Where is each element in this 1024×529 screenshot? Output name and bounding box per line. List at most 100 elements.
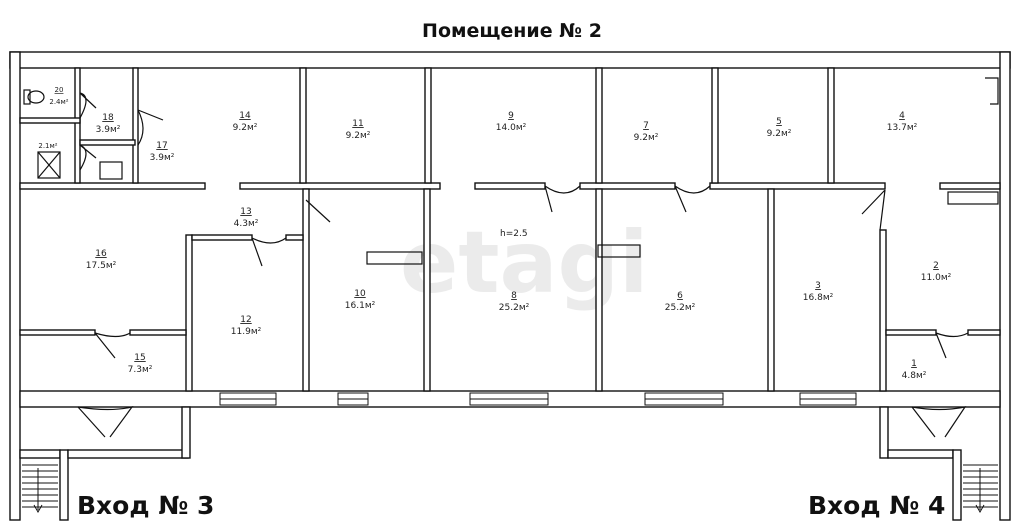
room-area-8: 25.2м²: [499, 303, 530, 313]
wall-h-15: [19, 329, 96, 336]
wall-h-6: [939, 182, 1001, 190]
wall-h-15b: [129, 329, 187, 336]
room-area-11: 9.2м²: [346, 131, 371, 141]
door-17: [137, 109, 164, 146]
column-b: [597, 244, 641, 258]
toilet-icon: [27, 90, 45, 104]
wall-h-5: [709, 182, 886, 190]
room-number-13: 13: [240, 207, 251, 217]
room-area-12: 11.9м²: [231, 327, 262, 337]
wall-h-1roomb: [967, 329, 1001, 336]
room-number-10: 10: [354, 289, 366, 299]
door-1: [935, 332, 969, 359]
wall-v-b3: [423, 188, 431, 392]
door-2: [861, 189, 886, 231]
stair-wall-left-v: [59, 449, 69, 521]
door-15-arc: [94, 332, 131, 359]
door-entrance-3: [77, 406, 134, 438]
column-a: [366, 251, 423, 265]
wall-v-t3: [299, 67, 307, 184]
room-number-7: 7: [643, 121, 649, 131]
room-area-4: 13.7м²: [887, 123, 918, 133]
watermark: etagi: [400, 213, 649, 313]
door-10: [305, 199, 331, 223]
room-area-1: 4.8м²: [902, 371, 927, 381]
vent-corner: [985, 77, 999, 105]
stairs: [22, 464, 998, 514]
room-number-4: 4: [899, 111, 905, 121]
wall-v-b6: [879, 229, 887, 392]
stair-wall-left-post: [181, 406, 191, 459]
entrance-3-label: Вход № 3: [77, 491, 215, 520]
wall-v-b5: [767, 188, 775, 392]
toilet-tank: [23, 89, 31, 105]
windows: [219, 392, 857, 406]
shaft-icon: [37, 151, 61, 179]
wall-v-b2: [302, 188, 310, 392]
room-number-1: 1: [911, 359, 917, 369]
doors: [77, 92, 969, 438]
room-number-14: 14: [239, 111, 251, 121]
room-area-15: 7.3м²: [128, 365, 153, 375]
wall-v-t6: [711, 67, 719, 184]
wall-v-t5: [595, 67, 603, 184]
wall-v-t2: [132, 67, 139, 184]
wall-h-12: [191, 234, 253, 241]
entrance-4-label: Вход № 4: [808, 491, 946, 520]
stair-left: [22, 464, 58, 514]
room-number-16: 16: [95, 249, 107, 259]
door-19: [79, 144, 97, 171]
room-area-2: 11.0м²: [921, 273, 952, 283]
wall-h-3: [474, 182, 546, 190]
vent-right: [947, 191, 999, 205]
room-area-13: 4.3м²: [234, 219, 259, 229]
room-number-11: 11: [352, 119, 363, 129]
wall-v-t1: [74, 67, 81, 184]
room-number-12: 12: [240, 315, 251, 325]
room-number-18: 18: [102, 113, 114, 123]
room-number-6: 6: [677, 291, 683, 301]
room-number-9: 9: [508, 111, 514, 121]
stair-wall-left-top: [67, 449, 189, 459]
door-8: [544, 185, 581, 213]
room-number-15: 15: [134, 353, 145, 363]
room-area-10: 16.1м²: [345, 301, 376, 311]
stair-wall-left: [19, 449, 61, 459]
outer-wall-left: [9, 51, 21, 521]
outer-wall-top: [9, 51, 1011, 69]
sink-icon: [99, 161, 123, 180]
wall-v-t4: [424, 67, 432, 184]
room-area-17: 3.9м²: [150, 153, 175, 163]
door-12: [251, 237, 287, 267]
stair-wall-right-post: [879, 406, 889, 459]
fixtures: [23, 77, 999, 265]
wall-h-2: [239, 182, 441, 190]
wall-h-18: [79, 139, 136, 146]
wall-v-b4: [595, 188, 603, 392]
room-area-19: 2.1м²: [38, 142, 57, 150]
room-area-14: 9.2м²: [233, 123, 258, 133]
room-area-5: 9.2м²: [767, 129, 792, 139]
room-area-18: 3.9м²: [96, 125, 121, 135]
room-area-6: 25.2м²: [665, 303, 696, 313]
door-18: [79, 92, 97, 119]
wall-v-b1: [185, 234, 193, 392]
room-number-2: 2: [933, 261, 939, 271]
room-labels: 14.8м²211.0м²316.8м²413.7м²59.2м²625.2м²…: [38, 86, 951, 381]
plan-title: Помещение № 2: [422, 20, 602, 42]
room-area-3: 16.8м²: [803, 293, 834, 303]
room-number-20: 20: [55, 86, 64, 94]
room-area-16: 17.5м²: [86, 261, 117, 271]
outer-wall-right: [999, 51, 1011, 521]
room-area-7: 9.2м²: [634, 133, 659, 143]
door-6: [674, 185, 711, 213]
room-area-9: 14.0м²: [496, 123, 527, 133]
room-number-3: 3: [815, 281, 821, 291]
door-entrance-4: [911, 406, 967, 438]
stair-right: [963, 464, 998, 514]
wall-h-1: [19, 182, 206, 190]
wall-v-t7: [827, 67, 835, 184]
room-area-20: 2.4м²: [49, 98, 68, 106]
wall-h-4: [579, 182, 676, 190]
